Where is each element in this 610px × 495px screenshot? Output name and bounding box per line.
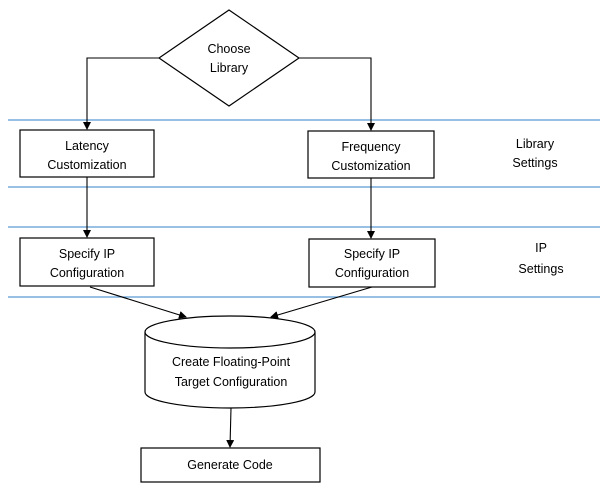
edge-decision-to-latency [83, 57, 159, 130]
specify-right-label-line1: Specify IP [344, 247, 400, 261]
target-label-line2: Target Configuration [175, 375, 288, 389]
frequency-label-line1: Frequency [341, 140, 401, 154]
latency-label-line1: Latency [65, 139, 110, 153]
specify-ip-left-box [19, 237, 155, 287]
library-settings-label-line1: Library [516, 137, 555, 151]
generate-code-box [140, 447, 321, 483]
ip-settings-label-line2: Settings [518, 262, 563, 276]
edge-decision-to-frequency [299, 57, 375, 131]
edge-target-to-generate [226, 407, 235, 448]
specify-right-label-line2: Configuration [335, 266, 409, 280]
library-settings-label-line2: Settings [512, 156, 557, 170]
edge-specify-left-to-target [89, 286, 187, 319]
target-configuration-cylinder [144, 315, 316, 409]
specify-left-label-line2: Configuration [50, 266, 124, 280]
frequency-label-line2: Customization [331, 159, 410, 173]
ip-settings-label-line1: IP [535, 241, 547, 255]
edge-specify-right-to-target [270, 286, 373, 319]
target-label-line1: Create Floating-Point [172, 355, 291, 369]
choose-library-label-line1: Choose [207, 42, 250, 56]
choose-library-decision [157, 9, 301, 107]
specify-left-label-line1: Specify IP [59, 247, 115, 261]
specify-ip-right-box [308, 238, 436, 288]
latency-customization-box [19, 129, 155, 178]
generate-code-label: Generate Code [187, 458, 273, 472]
choose-library-label-line2: Library [210, 61, 249, 75]
latency-label-line2: Customization [47, 158, 126, 172]
